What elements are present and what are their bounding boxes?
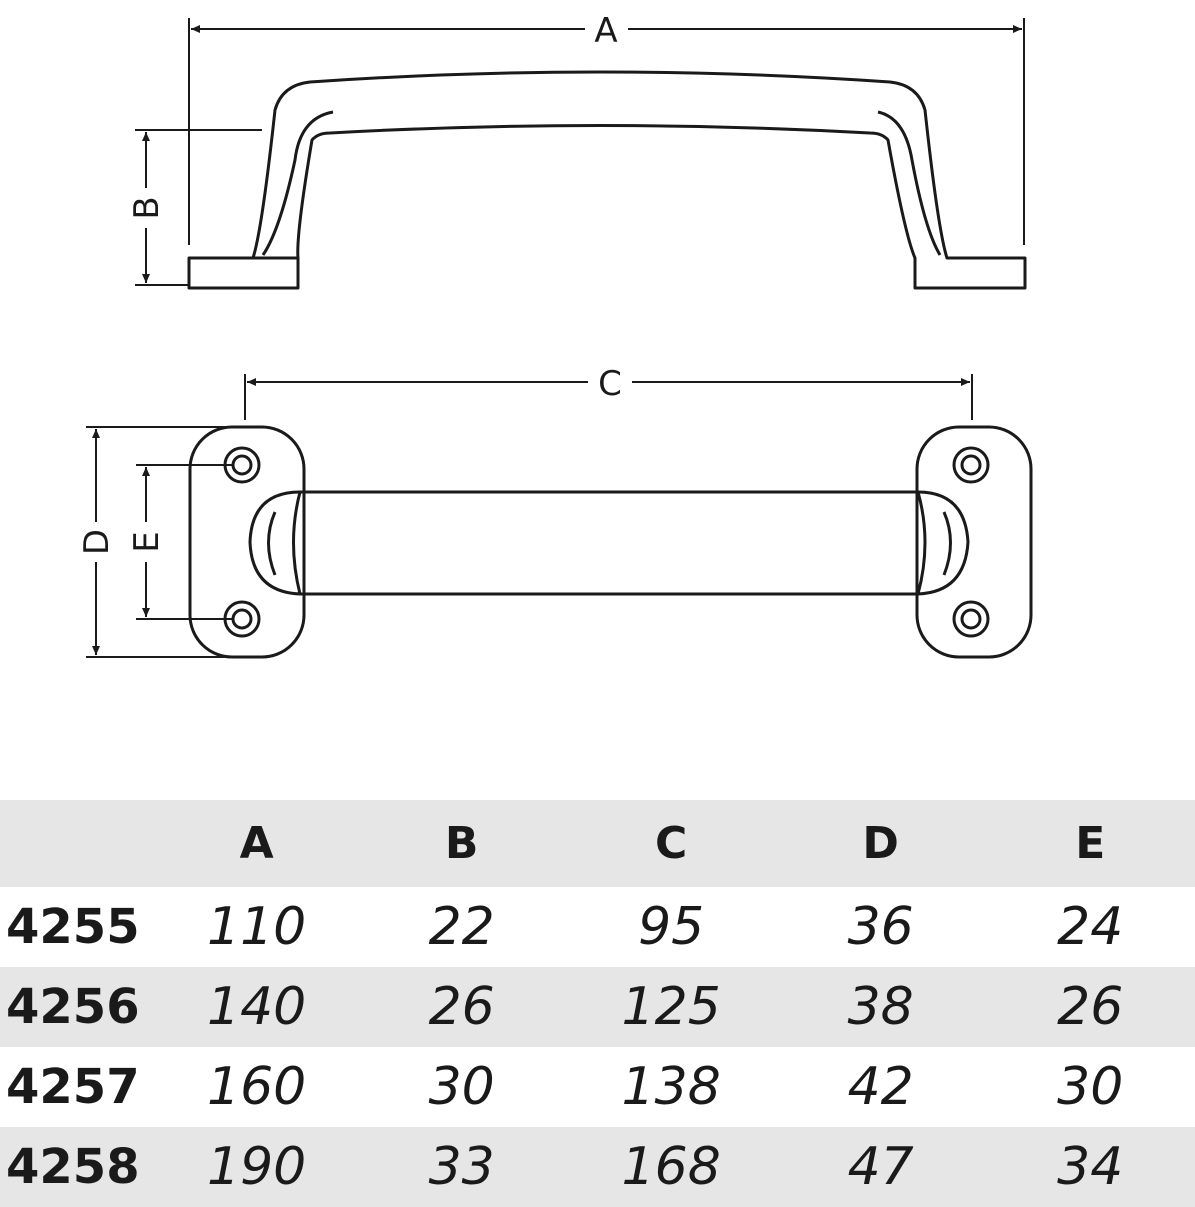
table-cell: 110 — [207, 897, 307, 957]
side-view — [187, 70, 1027, 290]
table-header-cell: B — [444, 818, 479, 869]
table-header-row: A B C D E — [0, 800, 1195, 887]
model-number: 4255 — [6, 899, 140, 955]
table-cell: 24 — [1057, 897, 1124, 957]
left-foot — [187, 70, 1027, 290]
screw-holes — [223, 446, 990, 638]
table-row: 4257 160 30 138 42 30 — [0, 1047, 1195, 1127]
dimension-label-c: C — [598, 364, 622, 404]
grip-right-inner — [942, 511, 952, 576]
table-cell: 138 — [621, 1057, 721, 1117]
table-header-cell: A — [239, 818, 274, 869]
screw-hole-top-right — [952, 446, 990, 484]
table-row: 4258 190 33 168 47 34 — [0, 1127, 1195, 1207]
left-base-plate — [188, 425, 306, 659]
grip-left-shoulder — [292, 491, 302, 595]
table-cell: 26 — [428, 977, 495, 1037]
top-view — [188, 425, 1033, 659]
table-cell: 168 — [621, 1137, 721, 1197]
table-cell: 26 — [1057, 977, 1124, 1037]
table-cell: 30 — [1057, 1057, 1124, 1117]
table-cell: 140 — [207, 977, 307, 1037]
dimension-table: A B C D E 4255 110 22 95 36 24 4256 140 … — [0, 800, 1195, 1207]
table-row: 4256 140 26 125 38 26 — [0, 967, 1195, 1047]
table-cell: 30 — [428, 1057, 495, 1117]
dimension-b — [135, 129, 262, 286]
dimension-e — [136, 464, 232, 620]
dimension-d — [86, 426, 232, 658]
table-cell: 33 — [428, 1137, 495, 1197]
dimension-label-e: E — [127, 531, 167, 552]
table-cell: 34 — [1057, 1137, 1124, 1197]
table-header-cell: D — [862, 818, 899, 869]
left-base-line — [189, 256, 298, 290]
table-header-cell: C — [655, 818, 688, 869]
grip-left-inner — [267, 511, 277, 576]
right-inner-curve — [877, 110, 942, 256]
table-cell: 160 — [207, 1057, 307, 1117]
table-cell: 95 — [638, 897, 705, 957]
screw-hole-bottom-right — [952, 600, 990, 638]
table-cell: 42 — [847, 1057, 914, 1117]
dimension-label-b: B — [127, 196, 167, 219]
grip-bar — [248, 490, 970, 596]
table-row: 4255 110 22 95 36 24 — [0, 887, 1195, 967]
right-base-plate — [915, 425, 1033, 659]
grip-right-shoulder — [916, 491, 927, 595]
table-cell: 190 — [207, 1137, 307, 1197]
table-cell: 22 — [428, 897, 495, 957]
dimension-a — [188, 18, 1025, 245]
table-cell: 125 — [621, 977, 721, 1037]
table-header-cell: E — [1075, 818, 1106, 869]
handle-technical-drawing: A B C D — [77, 11, 1033, 659]
dimension-label-a: A — [594, 11, 617, 51]
model-number: 4258 — [6, 1139, 140, 1195]
table-cell: 36 — [847, 897, 914, 957]
table-cell: 38 — [847, 977, 914, 1037]
model-number: 4256 — [6, 979, 140, 1035]
model-number: 4257 — [6, 1059, 140, 1115]
table-header-cell — [0, 800, 156, 887]
dimension-c — [244, 374, 973, 420]
left-inner-curve — [261, 110, 334, 256]
table-cell: 47 — [847, 1137, 914, 1197]
dimension-label-d: D — [77, 529, 117, 555]
